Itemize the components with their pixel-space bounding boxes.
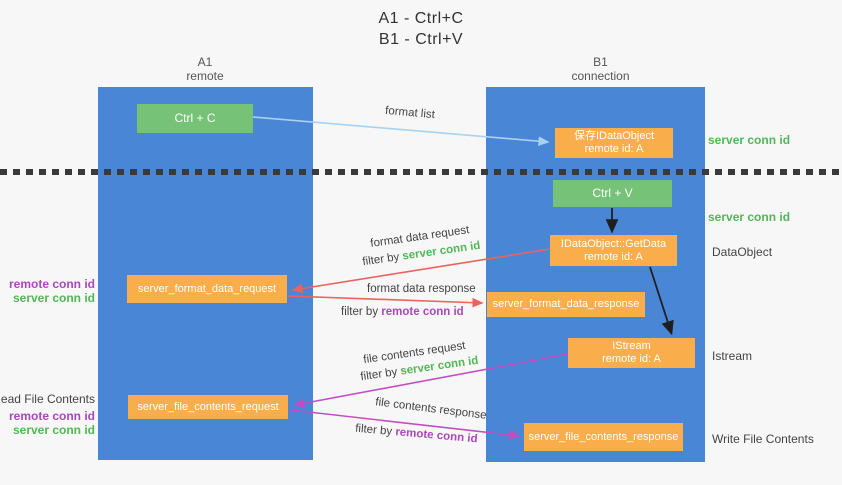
lane-b1-name: B1 (593, 55, 608, 69)
remote-conn-id-text: remote conn id (381, 306, 464, 318)
annotation-read-file-contents: Read File Contents (0, 392, 95, 406)
edge-label-filter-by-remote-conn-id-1: filter by remote conn id (341, 306, 464, 318)
server-conn-id-text: server conn id (708, 133, 791, 147)
node-server-file-contents-request: server_file_contents_request (128, 395, 288, 419)
dataobject-text: DataObject (712, 245, 773, 259)
server-conn-id-text: server conn id (12, 291, 95, 305)
node-ctrl-v: Ctrl + V (553, 180, 672, 207)
node-ctrl-c: Ctrl + C (137, 104, 253, 133)
server-conn-id-text: server conn id (12, 423, 95, 437)
diagram-title: A1 - Ctrl+C B1 - Ctrl+V (0, 8, 842, 50)
istream-text: Istream (712, 349, 753, 363)
lane-b1-role: connection (571, 69, 630, 83)
edge-label-filter-by-remote-conn-id-2: filter by remote conn id (355, 423, 478, 446)
remote-conn-id-text: remote conn id (8, 277, 95, 291)
title-line-1: A1 - Ctrl+C (378, 10, 464, 27)
node-server-file-contents-response: server_file_contents_response (524, 423, 683, 451)
node-getdata-line2: remote id: A (584, 250, 643, 263)
remote-conn-id-text: remote conn id (8, 409, 95, 423)
lane-a1-role: remote (186, 69, 224, 83)
node-server-format-data-request: server_format_data_request (127, 275, 287, 303)
filter-by-text: filter by (361, 251, 401, 269)
annotation-write-file-contents: Write File Contents (712, 432, 814, 446)
node-istream-line2: remote id: A (602, 353, 661, 365)
node-getdata-line1: IDataObject::GetData (560, 237, 667, 250)
write-file-contents-text: Write File Contents (712, 432, 814, 446)
edge-label-format-list: format list (360, 103, 461, 124)
edge-label-file-contents-response-text: file contents response (374, 396, 488, 422)
lane-header-a1: A1 remote (140, 55, 270, 83)
annotation-conn-ids-file: remote conn id server conn id (9, 409, 95, 437)
annotation-conn-ids-format: remote conn id server conn id (9, 277, 95, 305)
node-ctrl-v-label: Ctrl + V (592, 186, 633, 200)
server-conn-id-text: server conn id (708, 210, 791, 224)
edge-label-format-data-response: format data response (367, 283, 476, 295)
node-save-idataobject: 保存IDataObject remote id: A (555, 128, 673, 158)
read-file-contents-text: Read File Contents (0, 392, 95, 406)
node-idataobject-getdata: IDataObject::GetData remote id: A (550, 235, 677, 266)
node-format-request-label: server_format_data_request (137, 282, 277, 295)
annotation-server-conn-id-top: server conn id (708, 133, 790, 147)
node-save-idataobject-line1: 保存IDataObject (573, 130, 655, 142)
annotation-dataobject: DataObject (712, 245, 772, 259)
annotation-server-conn-id-mid: server conn id (708, 210, 790, 224)
node-format-response-label: server_format_data_response (492, 298, 640, 310)
title-line-2: B1 - Ctrl+V (378, 31, 464, 48)
lane-header-b1: B1 connection (528, 55, 673, 83)
edge-label-file-contents-response: file contents response (375, 396, 488, 422)
remote-conn-id-text: remote conn id (394, 426, 479, 446)
node-save-idataobject-line2: remote id: A (584, 143, 644, 155)
node-server-format-data-response: server_format_data_response (487, 292, 645, 317)
filter-by-text: filter by (359, 366, 399, 384)
phase-separator-dotted-line (0, 169, 842, 175)
arrow-format-data-response (287, 295, 484, 308)
annotation-istream: Istream (712, 349, 752, 363)
filter-by-text: filter by (354, 422, 393, 438)
filter-by-text: filter by (341, 306, 379, 318)
node-ctrl-c-label: Ctrl + C (174, 111, 216, 125)
edge-label-format-list-text: format list (384, 104, 436, 122)
edge-label-format-data-response-text: format data response (367, 283, 476, 295)
node-istream: IStream remote id: A (568, 338, 695, 368)
node-istream-line1: IStream (612, 340, 651, 352)
lane-a1-name: A1 (197, 55, 213, 69)
node-file-request-label: server_file_contents_request (137, 400, 279, 413)
node-file-response-label: server_file_contents_response (528, 430, 679, 443)
